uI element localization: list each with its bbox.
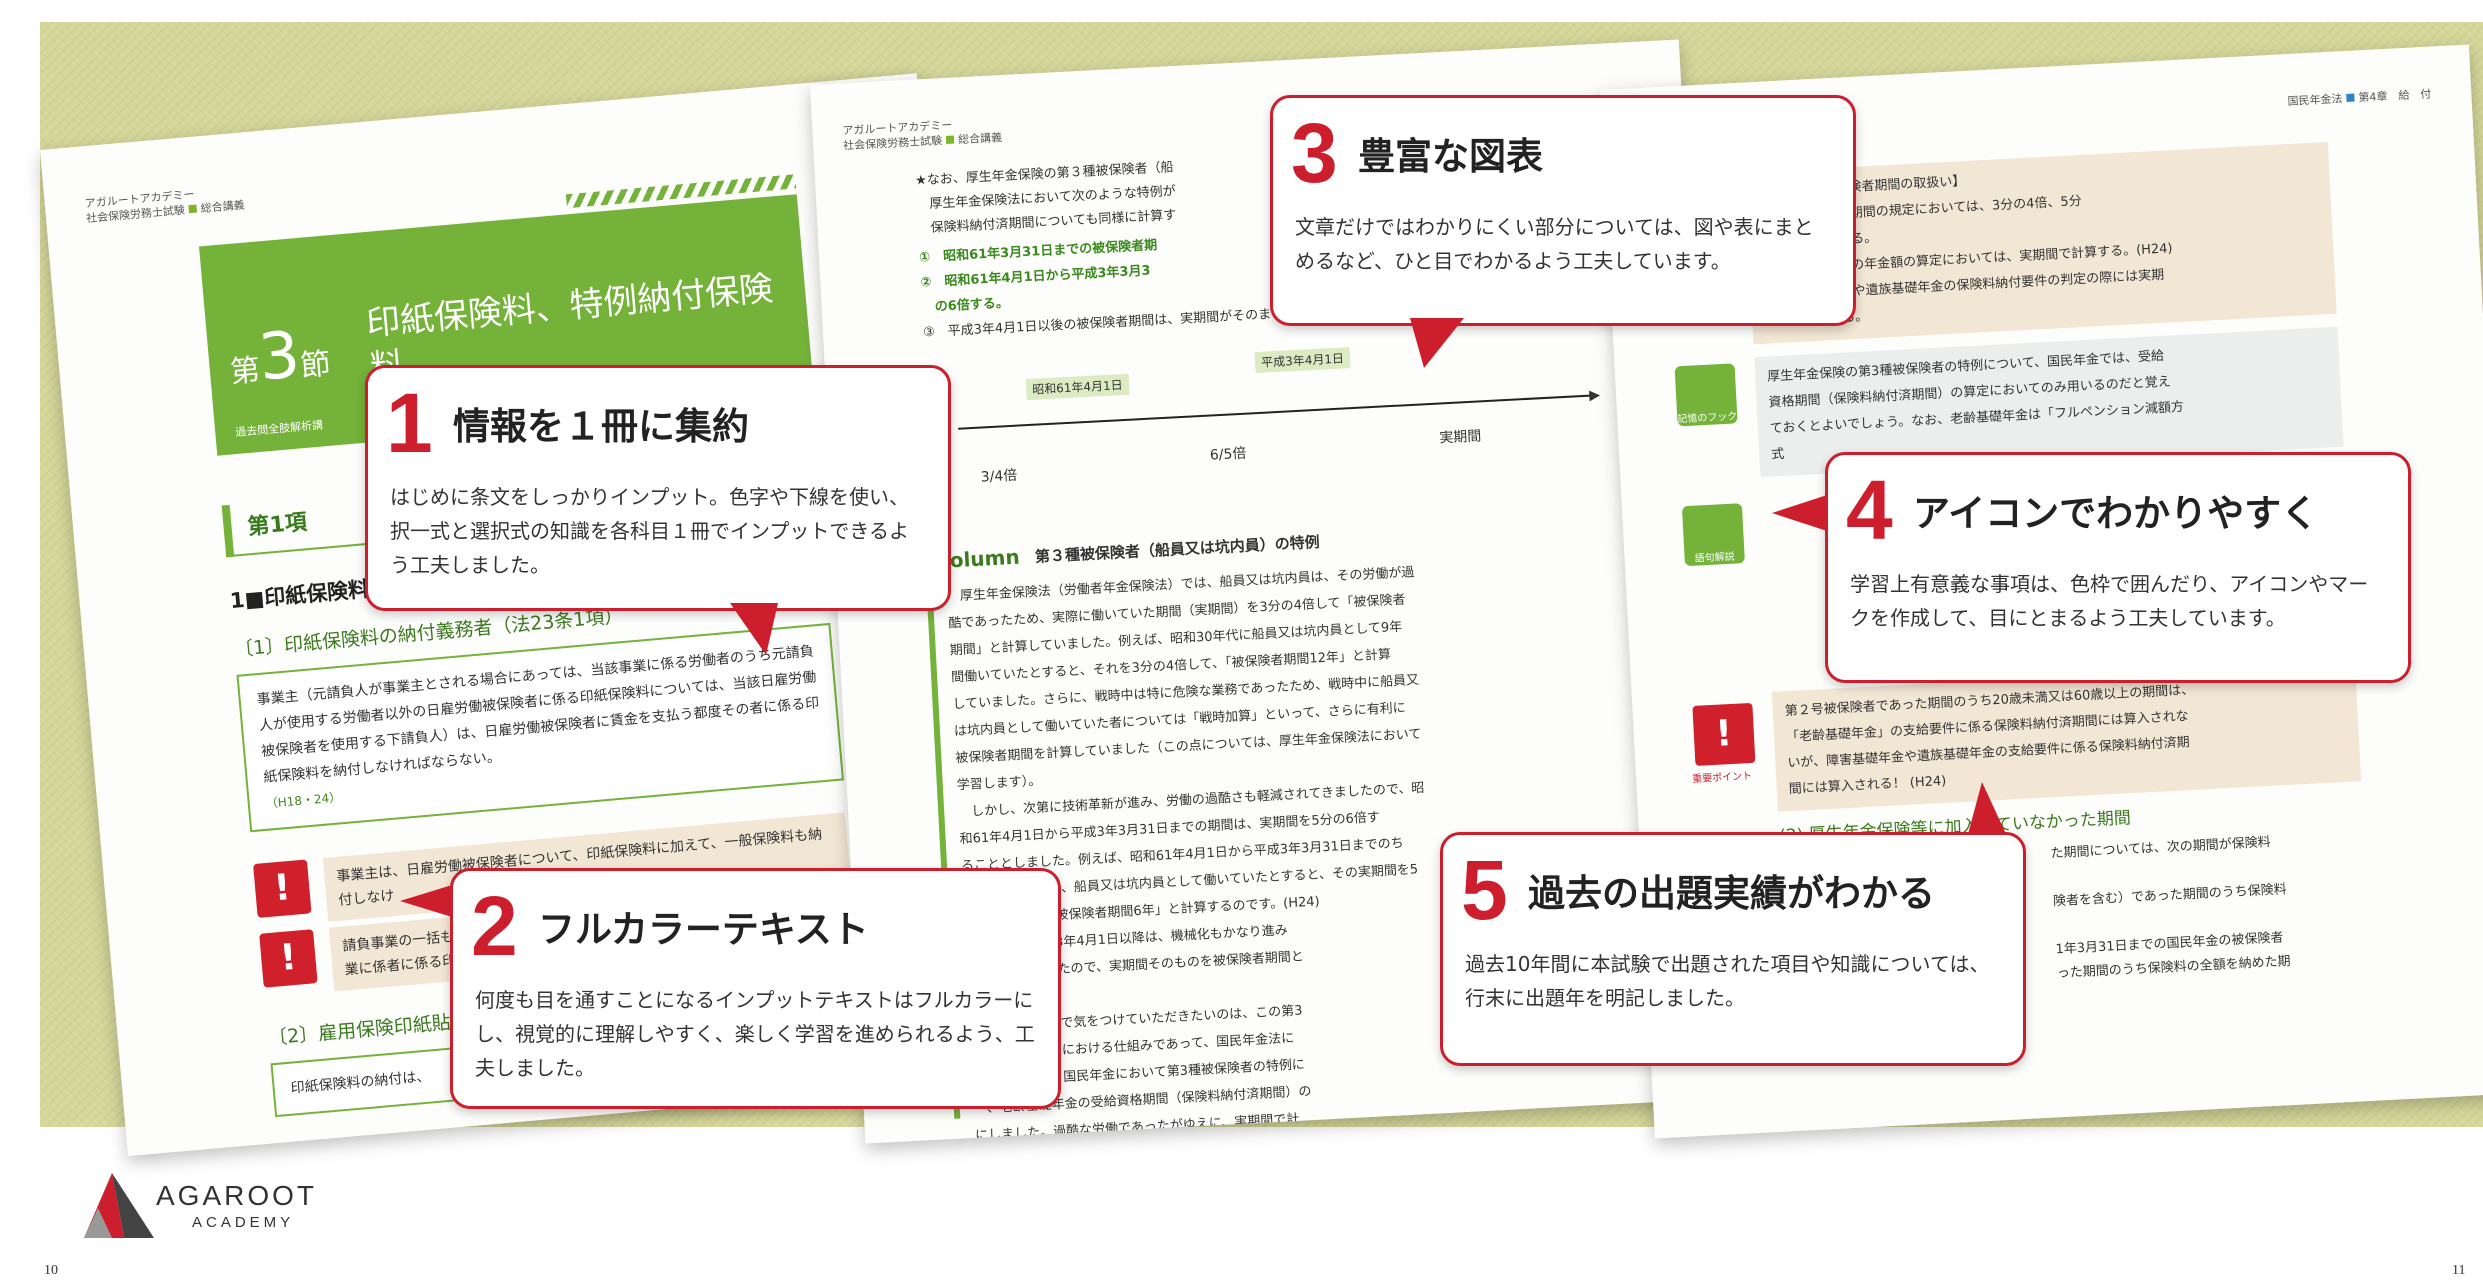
important-point-icon: ! [259, 929, 318, 988]
header-subject: 国民年金法 [2287, 92, 2343, 109]
page-number-left: 10 [44, 1263, 58, 1278]
page-header-right: 国民年金法第4章 給 付 [2287, 87, 2432, 110]
memory-hook-label: 記憶のフック [1677, 411, 1738, 426]
callout-text: 文章だけではわかりにくい部分については、図や表にまとめるなど、ひと目でわかるよう… [1295, 215, 1814, 273]
header-marker [188, 204, 198, 214]
header-tag: 総合講義 [200, 198, 246, 216]
important-point-box: 第２号被保険者であった期間のうち20歳未満又は60歳以上の期間は、 「老齢基礎年… [1771, 661, 2362, 812]
glossary-label: 語句解説 [1694, 551, 1735, 565]
callout-number: 1 [386, 376, 433, 470]
callout-number: 2 [471, 879, 518, 973]
header-marker [945, 135, 955, 144]
callout-5-tail [1968, 782, 2006, 834]
heading-2b: 〔2〕雇用保険印紙貼付 [267, 1009, 471, 1050]
timeline-real-period: 実期間 [1438, 428, 1482, 447]
body-tail: た期間については、次の期間が保険料 険者を含む）であった期間のうち保険料 1年3… [2050, 834, 2291, 982]
important-point-label: 重要ポイント [1691, 770, 1753, 786]
agaroot-logo-icon [84, 1173, 154, 1238]
timeline-axis [958, 394, 1598, 430]
callout-number: 4 [1846, 463, 1893, 557]
callout-title: アイコンでわかりやすく [1913, 492, 2319, 535]
callout-number: 3 [1291, 106, 1338, 200]
timeline-fraction-2: 6/5倍 [1209, 445, 1247, 464]
glossary-icon: 語句解説 [1681, 503, 1745, 567]
column-title: 第３種被保険者（船員又は坑内員）の特例 [1034, 532, 1321, 566]
header-exam: 社会保険労務士試験 [842, 134, 943, 153]
callout-text: 学習上有意義な事項は、色枠で囲んだり、アイコンやマークを作成して、目にとまるよう… [1850, 572, 2369, 630]
banner-stripes [565, 174, 797, 209]
callout-1: 1 情報を１冊に集約 はじめに条文をしっかりインプット。色字や下線を使い、択一式… [365, 365, 951, 611]
timeline-label-2: 平成3年4月1日 [1254, 347, 1351, 374]
callout-title: フルカラーテキスト [538, 908, 869, 951]
callout-1-tail [730, 603, 778, 655]
page-header: アガルートアカデミー 社会保険労務士試験総合講義 [84, 182, 245, 226]
section-num: 3 [255, 318, 303, 396]
logo-text: AGAROOT [156, 1180, 318, 1211]
section-suffix: 節 [299, 346, 333, 385]
header-tag: 総合講義 [957, 131, 1003, 147]
timeline-fraction-1: 3/4倍 [980, 467, 1018, 486]
page-header: アガルートアカデミー 社会保険労務士試験総合講義 [842, 115, 1002, 153]
timeline-arrow-icon: ▶ [1588, 387, 1601, 404]
timeline-label-1: 昭和61年4月1日 [1025, 373, 1130, 401]
section-number: 第3節 [226, 316, 333, 398]
memory-hook-icon: 記憶のフック [1674, 363, 1738, 427]
callout-3-tail [1410, 318, 1464, 368]
header-chapter: 第4章 給 付 [2358, 87, 2432, 105]
callout-title: 情報を１冊に集約 [453, 405, 749, 448]
intro-text: ★なお、厚生年金保険の第３種被保険者（船 厚生年金保険法において次のような特例が… [914, 160, 1177, 237]
callout-5: 5 過去の出題実績がわかる 過去10年間に本試験で出題された項目や知識については… [1440, 832, 2026, 1066]
banner-subtitle: 過去問全肢解析講 [234, 418, 324, 440]
callout-title: 豊富な図表 [1358, 135, 1543, 178]
header-marker [2346, 93, 2355, 102]
callout-number: 5 [1461, 843, 1508, 937]
important-point-icon: ! [1692, 702, 1756, 766]
page-number-right: 11 [2452, 1263, 2466, 1278]
callout-title: 過去の出題実績がわかる [1528, 872, 1935, 915]
important-point-icon: ! [253, 859, 312, 918]
callout-4: 4 アイコンでわかりやすく 学習上有意義な事項は、色枠で囲んだり、アイコンやマー… [1825, 452, 2411, 683]
callout-2-tail [400, 885, 452, 917]
callout-2: 2 フルカラーテキスト 何度も目を通すことになるインプットテキストはフルカラーに… [450, 868, 1061, 1109]
logo-subtext: ACADEMY [192, 1214, 295, 1231]
section-prefix: 第 [228, 352, 262, 391]
callout-4-tail [1772, 495, 1827, 531]
callout-text: 何度も目を通すことになるインプットテキストはフルカラーにし、視覚的に理解しやすく… [475, 988, 1035, 1080]
callout-text: 過去10年間に本試験で出題された項目や知識については、行末に出題年を明記しました… [1465, 952, 1990, 1010]
callout-3: 3 豊富な図表 文章だけではわかりにくい部分については、図や表にまとめるなど、ひ… [1270, 95, 1856, 326]
callout-text: はじめに条文をしっかりインプット。色字や下線を使い、択一式と選択式の知識を各科目… [390, 485, 909, 577]
